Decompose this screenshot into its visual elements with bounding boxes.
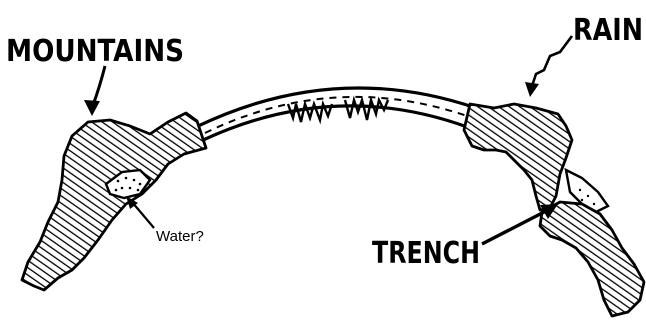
rain-label: RAIN: [573, 13, 643, 48]
left-mountain-block: [22, 113, 206, 290]
mountains-arrow: [84, 66, 105, 116]
rain-arrow: [525, 36, 572, 97]
crust-arc: [196, 88, 476, 141]
trench-label: TRENCH: [372, 236, 480, 271]
water-arrow: [126, 196, 154, 228]
mountains-label: MOUNTAINS: [6, 34, 184, 69]
water-label: Water?: [156, 228, 204, 245]
